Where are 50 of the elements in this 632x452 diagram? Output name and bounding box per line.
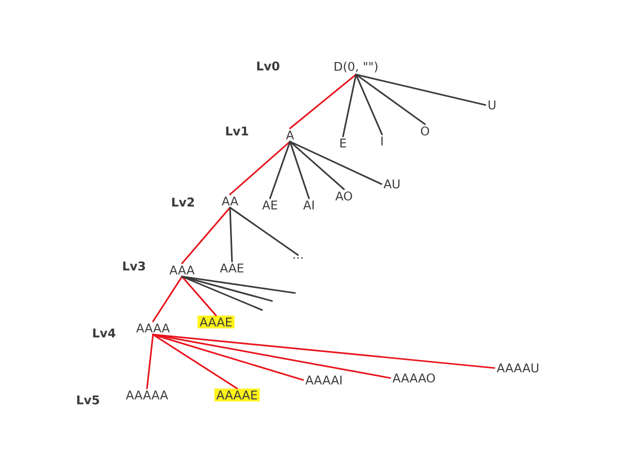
branch-line bbox=[229, 140, 291, 196]
branch-line bbox=[181, 276, 296, 294]
word-label: U bbox=[488, 100, 496, 110]
word-label: ... bbox=[294, 257, 302, 259]
word-label: AA bbox=[222, 196, 238, 206]
branch-line bbox=[289, 140, 310, 200]
word-label: AI bbox=[303, 200, 314, 210]
branch-line bbox=[152, 334, 392, 379]
word-label: AAAAO bbox=[392, 373, 435, 383]
word-label: AU bbox=[384, 180, 400, 188]
branch-line bbox=[181, 206, 231, 264]
branch-line bbox=[229, 206, 233, 262]
level-label: Lv5 bbox=[77, 396, 100, 404]
word-label: AE bbox=[262, 200, 278, 210]
branch-line bbox=[152, 334, 304, 381]
branch-line bbox=[289, 74, 357, 130]
branch-line bbox=[342, 74, 357, 138]
word-label: AAAAI bbox=[305, 376, 342, 384]
branch-line bbox=[146, 334, 154, 390]
branch-line bbox=[181, 276, 273, 302]
highlighted-word: AAAE bbox=[198, 316, 234, 328]
branch-line bbox=[355, 74, 383, 136]
word-label: AAAAA bbox=[126, 390, 168, 400]
level-label: Lv0 bbox=[257, 61, 280, 71]
highlighted-word: AAAAE bbox=[214, 388, 260, 402]
level-label: Lv1 bbox=[226, 126, 248, 136]
branch-line bbox=[289, 140, 345, 190]
branch-line bbox=[229, 206, 299, 256]
word-label: D(0, "") bbox=[334, 62, 378, 72]
word-label: AAA bbox=[169, 266, 195, 274]
level-label: Lv4 bbox=[93, 328, 116, 338]
branch-line bbox=[181, 276, 263, 311]
word-label: I bbox=[381, 136, 383, 146]
word-label: AAAA bbox=[136, 324, 170, 332]
branch-line bbox=[152, 276, 183, 322]
branch-line bbox=[152, 334, 496, 369]
branch-line bbox=[152, 334, 238, 390]
word-label: AO bbox=[335, 191, 352, 201]
word-label: O bbox=[420, 126, 430, 136]
branch-line bbox=[355, 74, 486, 106]
word-label: AAAAU bbox=[496, 364, 538, 372]
level-label: Lv3 bbox=[123, 261, 145, 271]
branch-line bbox=[269, 140, 291, 200]
branch-line bbox=[289, 140, 382, 185]
branch-line bbox=[181, 276, 217, 316]
word-label: E bbox=[340, 138, 346, 148]
level-label: Lv2 bbox=[172, 198, 194, 206]
word-label: A bbox=[286, 130, 294, 140]
branch-line bbox=[355, 74, 426, 126]
word-label: AAE bbox=[220, 264, 244, 272]
